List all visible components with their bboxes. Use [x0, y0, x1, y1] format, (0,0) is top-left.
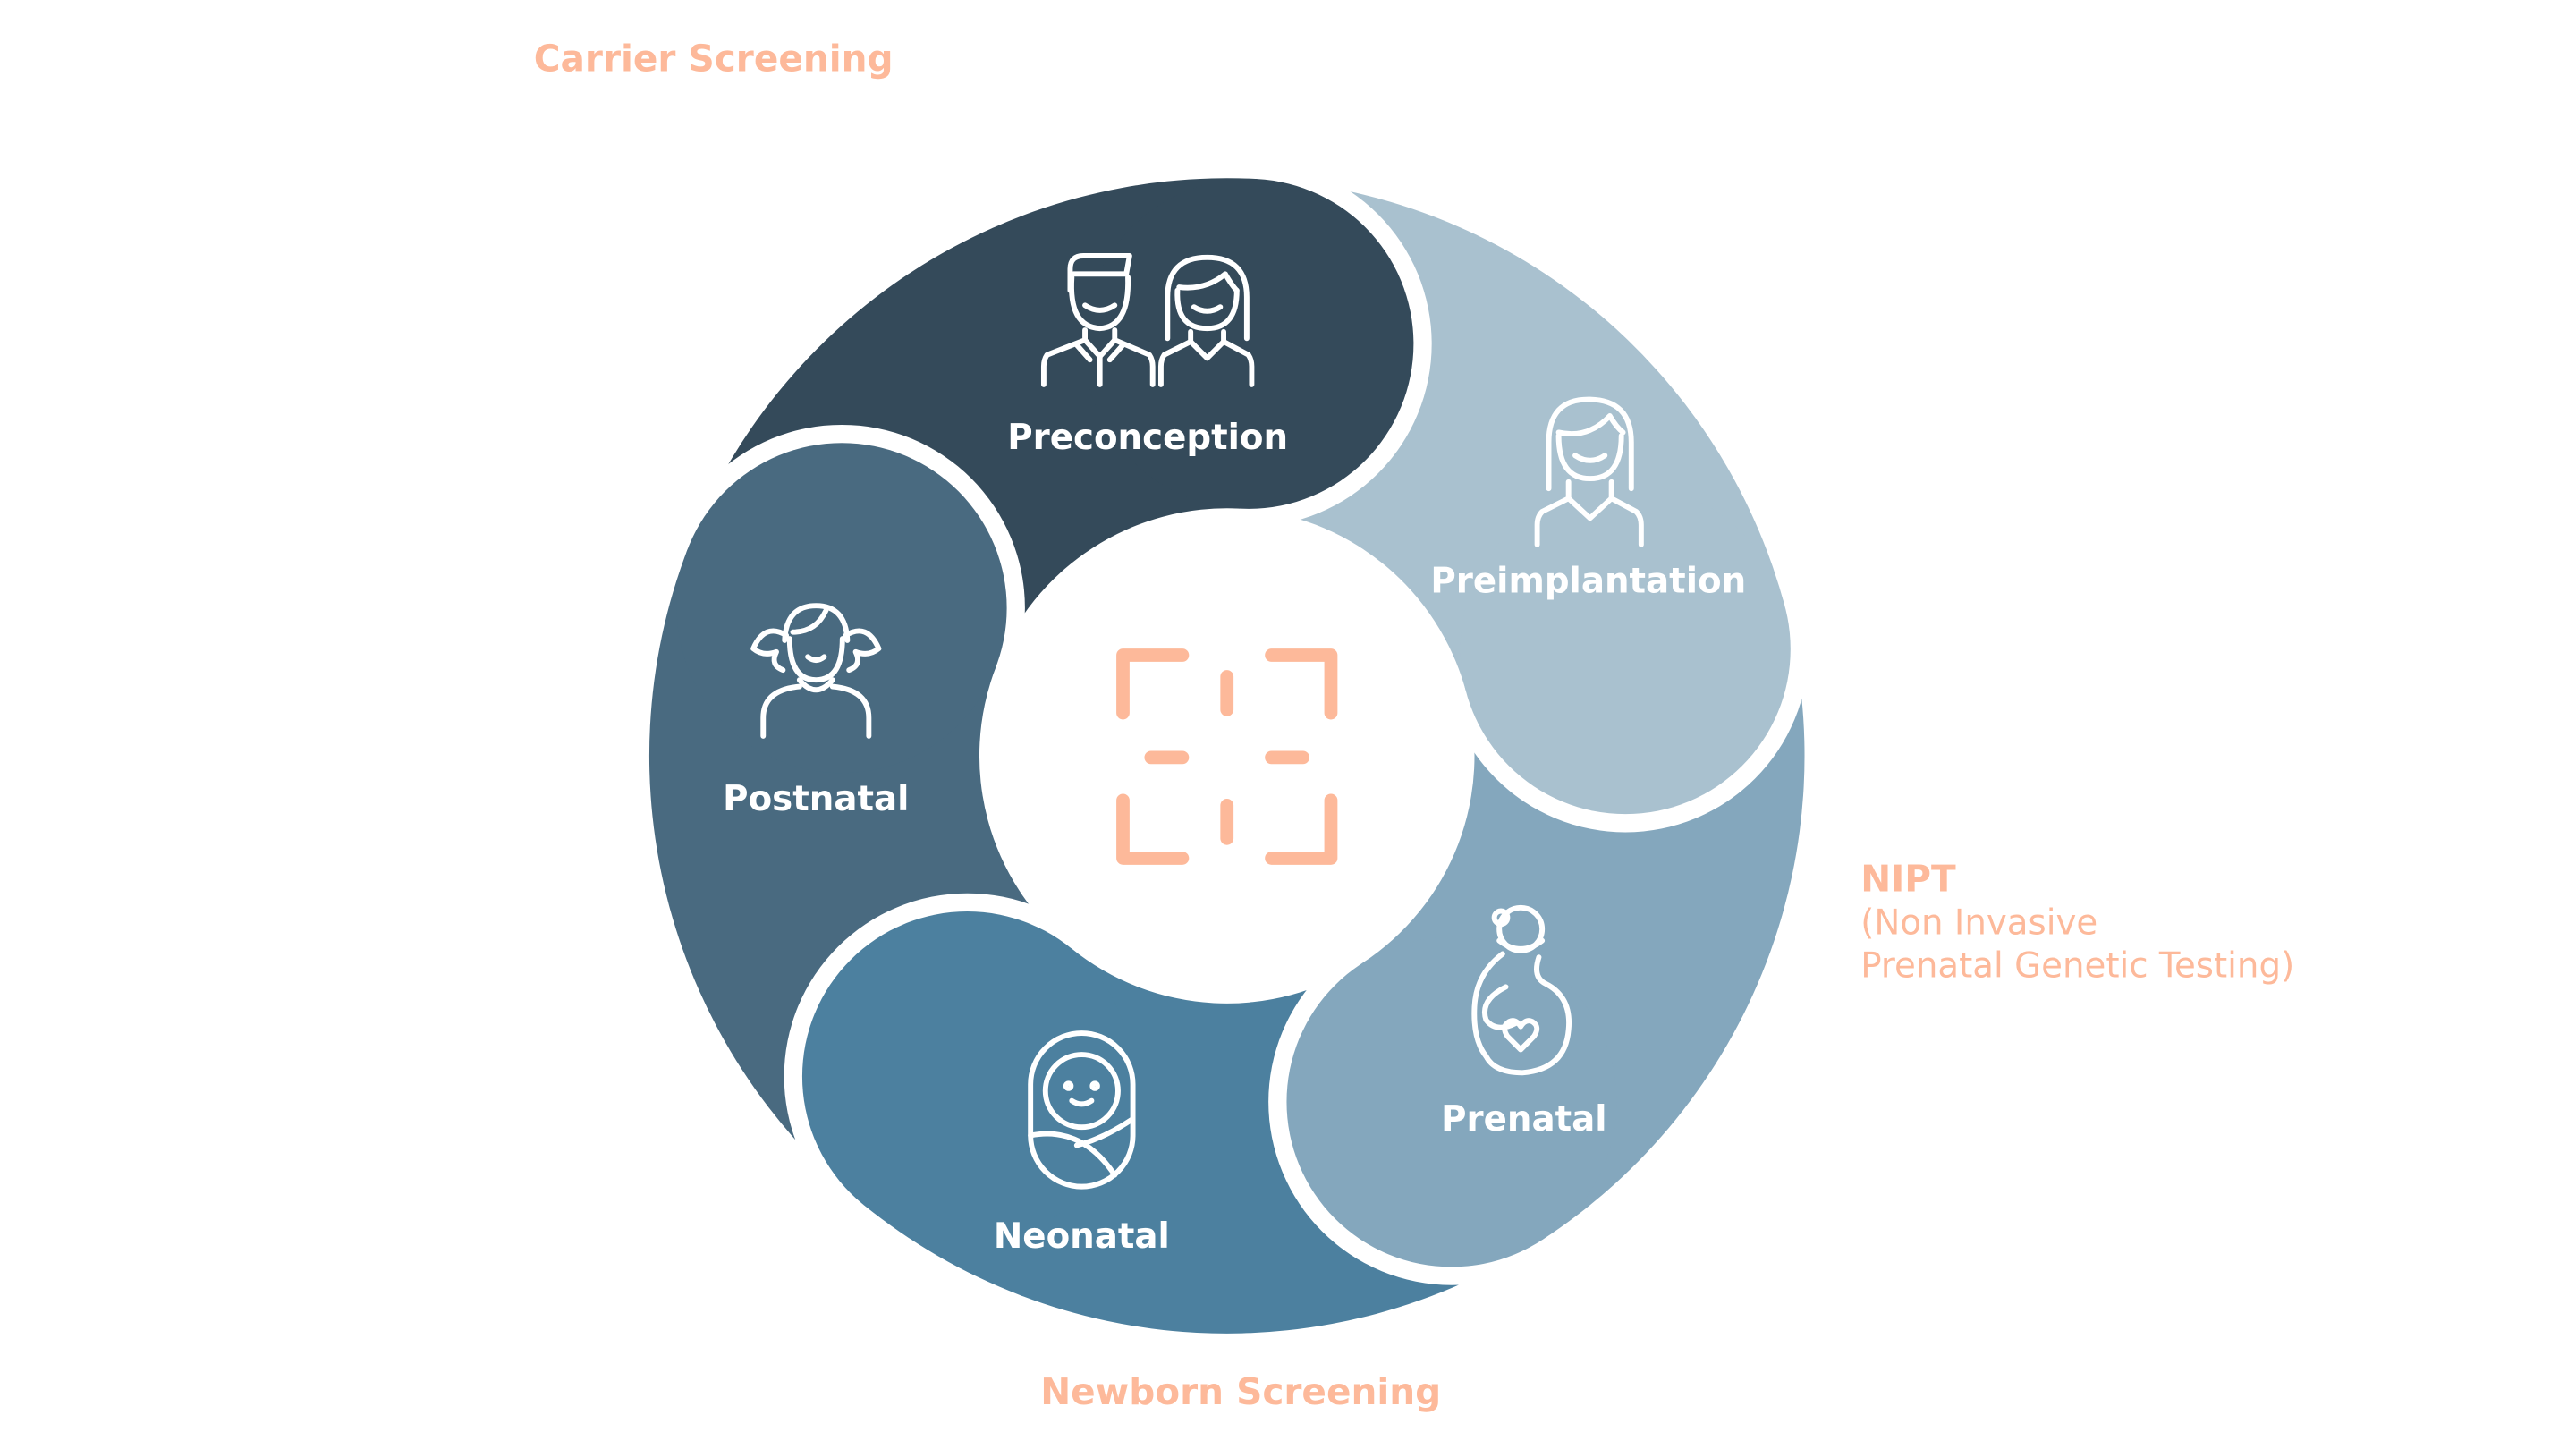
- newborn-screening-label: Newborn Screening: [1040, 1370, 1441, 1413]
- stage-label-neonatal: Neonatal: [994, 1216, 1170, 1257]
- segment-head-preimplantation: [1460, 484, 1791, 815]
- couple-icon: [1040, 253, 1255, 387]
- stage-label-preconception: Preconception: [1007, 418, 1288, 458]
- nipt-description-line2: Prenatal Genetic Testing): [1860, 945, 2294, 986]
- girl-icon: [750, 603, 882, 739]
- segment-head-neonatal: [801, 911, 1132, 1242]
- nipt-description-line1: (Non Invasive: [1860, 902, 2097, 943]
- stage-label-postnatal: Postnatal: [723, 779, 909, 819]
- segment-head-prenatal: [1286, 936, 1617, 1267]
- segment-head-preconception: [1083, 178, 1414, 509]
- stage-label-preimplantation: Preimplantation: [1430, 561, 1746, 601]
- scan-focus-icon: [1116, 648, 1338, 865]
- stage-label-prenatal: Prenatal: [1441, 1099, 1606, 1140]
- carrier-screening-label: Carrier Screening: [534, 37, 894, 80]
- pregnant-woman-icon: [1471, 904, 1572, 1076]
- nipt-title: NIPT: [1860, 857, 1956, 900]
- swaddled-baby-icon: [1028, 1030, 1136, 1190]
- cycle-segment-heads: [658, 160, 1809, 1285]
- segment-head-postnatal: [676, 443, 1007, 774]
- woman-icon: [1534, 396, 1644, 547]
